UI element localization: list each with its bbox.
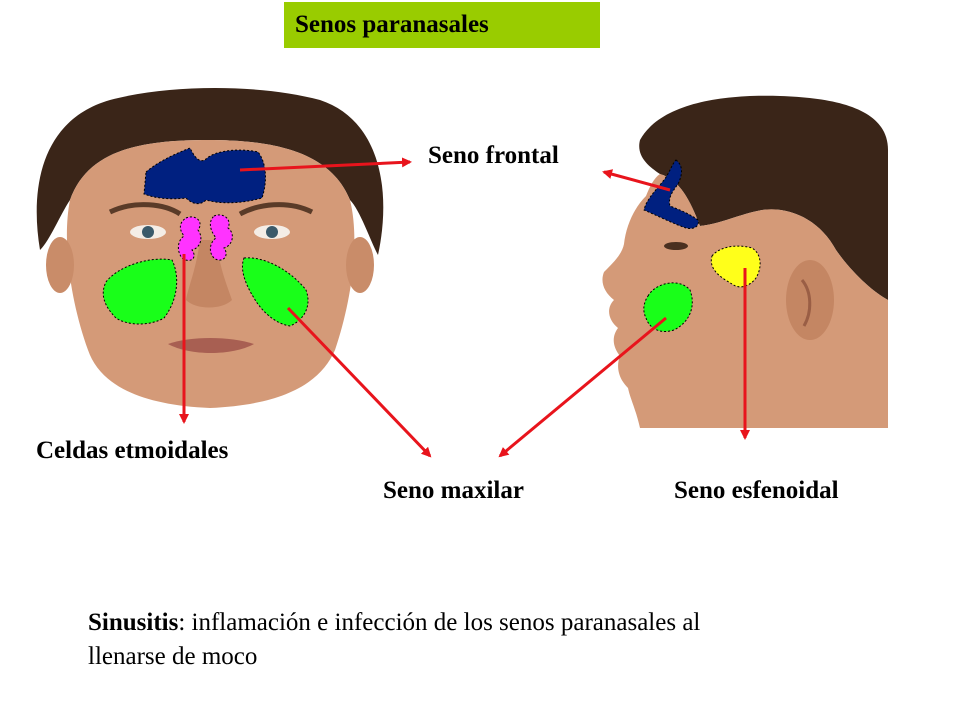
arrow-maxillary-profile [498,316,667,458]
front-frontal-sinus [143,147,266,205]
label-celdas-etmoidales: Celdas etmoidales [36,437,229,464]
front-maxillary-sinus-right [241,257,309,327]
caption: Sinusitis: inflamación e infección de lo… [88,606,728,674]
profile-frontal-sinus [643,159,699,229]
profile-face-hair [639,95,888,300]
label-seno-maxilar: Seno maxilar [383,477,524,504]
profile-maxillary-sinus [643,282,693,332]
page-title: Senos paranasales [295,11,489,38]
label-seno-frontal: Seno frontal [428,142,559,169]
title-box: Senos paranasales [284,2,600,48]
pointer-arrows [179,157,750,458]
profile-face-illustration [592,94,888,428]
caption-term: Sinusitis [88,609,179,636]
profile-sphenoid-sinus [710,245,761,288]
front-ethmoid-cells-left [177,216,202,261]
arrow-maxillary-front [286,306,432,458]
arrow-frontal-front [239,157,412,172]
arrow-frontal-profile [602,169,671,192]
label-seno-esfenoidal: Seno esfenoidal [674,477,839,504]
front-maxillary-sinus-left [102,258,178,325]
front-face-hair [36,88,384,255]
caption-text: : inflamación e infección de los senos p… [88,609,701,670]
front-ethmoid-cells-right [209,214,233,261]
front-face-illustration [28,88,388,412]
